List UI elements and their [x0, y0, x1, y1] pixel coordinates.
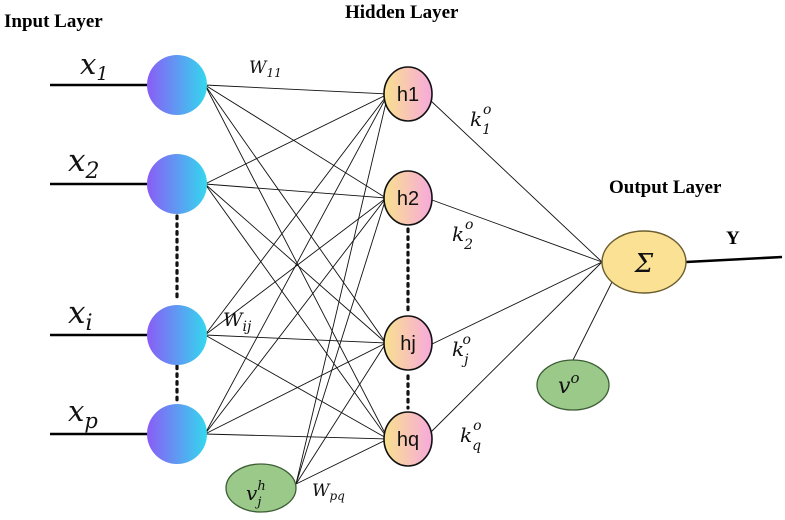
hidden-node-label-h1: h1 [397, 84, 419, 106]
edge-input-1-hidden-3 [204, 183, 389, 440]
input-label-p: xp [68, 394, 98, 433]
edge-input-2-hidden-0 [204, 93, 389, 336]
output-weight-label-2: k2o [452, 217, 473, 253]
hidden-nodes [383, 66, 433, 467]
output-layer-title: Output Layer [609, 177, 722, 198]
edge-input-2-hidden-3 [204, 334, 389, 440]
input-layer-title: Input Layer [4, 11, 103, 32]
output-bias-node [536, 359, 610, 411]
input-node-1 [147, 55, 207, 115]
edge-hidden-bias-hidden-2 [295, 342, 387, 485]
output-label-y: Y [726, 228, 740, 249]
hidden-node-label-h2: h2 [397, 188, 419, 210]
hidden-bias-node [225, 463, 297, 513]
output-weight-label-q: kqo [460, 418, 482, 454]
edge-input-3-hidden-1 [204, 197, 387, 435]
input-wires [50, 83, 147, 436]
edge-input-0-hidden-3 [204, 84, 389, 440]
edge-hidden-1-output [431, 199, 603, 263]
hidden-node-hq [383, 411, 433, 467]
input-label-2: x2 [68, 143, 99, 184]
weight-label-wij: Wij [223, 309, 252, 335]
edge-output-bias-output [572, 281, 613, 361]
hidden-node-h1 [383, 66, 433, 122]
output-weight-label-j: kjo [452, 332, 471, 368]
edge-input-2-hidden-2 [204, 334, 387, 344]
output-bias-label: vo [558, 369, 579, 399]
hidden-node-label-hj: hj [400, 333, 416, 355]
input-nodes [147, 55, 207, 464]
connection-edges [204, 84, 613, 485]
edge-input-3-hidden-3 [204, 433, 389, 440]
edge-input-0-hidden-0 [204, 84, 389, 95]
edge-hidden-bias-hidden-1 [295, 197, 387, 485]
edge-input-0-hidden-1 [204, 84, 387, 199]
output-wire [685, 255, 783, 264]
edge-input-1-hidden-0 [204, 93, 389, 185]
edge-hidden-2-output [429, 261, 603, 346]
input-node-p [147, 404, 207, 464]
edge-input-3-hidden-2 [204, 342, 387, 435]
input-node-2 [147, 154, 207, 214]
output-sum-symbol: Σ [634, 249, 654, 279]
edge-input-1-hidden-2 [204, 183, 387, 344]
input-node-i [147, 305, 207, 365]
hidden-layer-title: Hidden Layer [345, 2, 459, 23]
input-label-i: xi [68, 295, 93, 336]
edge-hidden-0-output [429, 99, 603, 263]
output-weight-label-1: k1o [470, 102, 491, 138]
output-node [601, 230, 687, 294]
edge-input-0-hidden-2 [204, 84, 387, 344]
edge-input-3-hidden-0 [204, 93, 389, 435]
hidden-node-hj [383, 315, 433, 371]
weight-label-w11: W11 [249, 58, 282, 80]
edge-hidden-bias-hidden-0 [295, 93, 389, 485]
edge-hidden-3-output [429, 261, 603, 434]
hidden-node-label-hq: hq [397, 429, 419, 451]
weight-label-wpq: Wpq [312, 481, 345, 503]
hidden-bias-label: vjh [246, 479, 266, 510]
input-label-1: x1 [80, 47, 108, 85]
hidden-node-h2 [383, 170, 433, 226]
edge-hidden-bias-hidden-3 [295, 438, 389, 485]
edge-input-1-hidden-1 [204, 183, 387, 199]
